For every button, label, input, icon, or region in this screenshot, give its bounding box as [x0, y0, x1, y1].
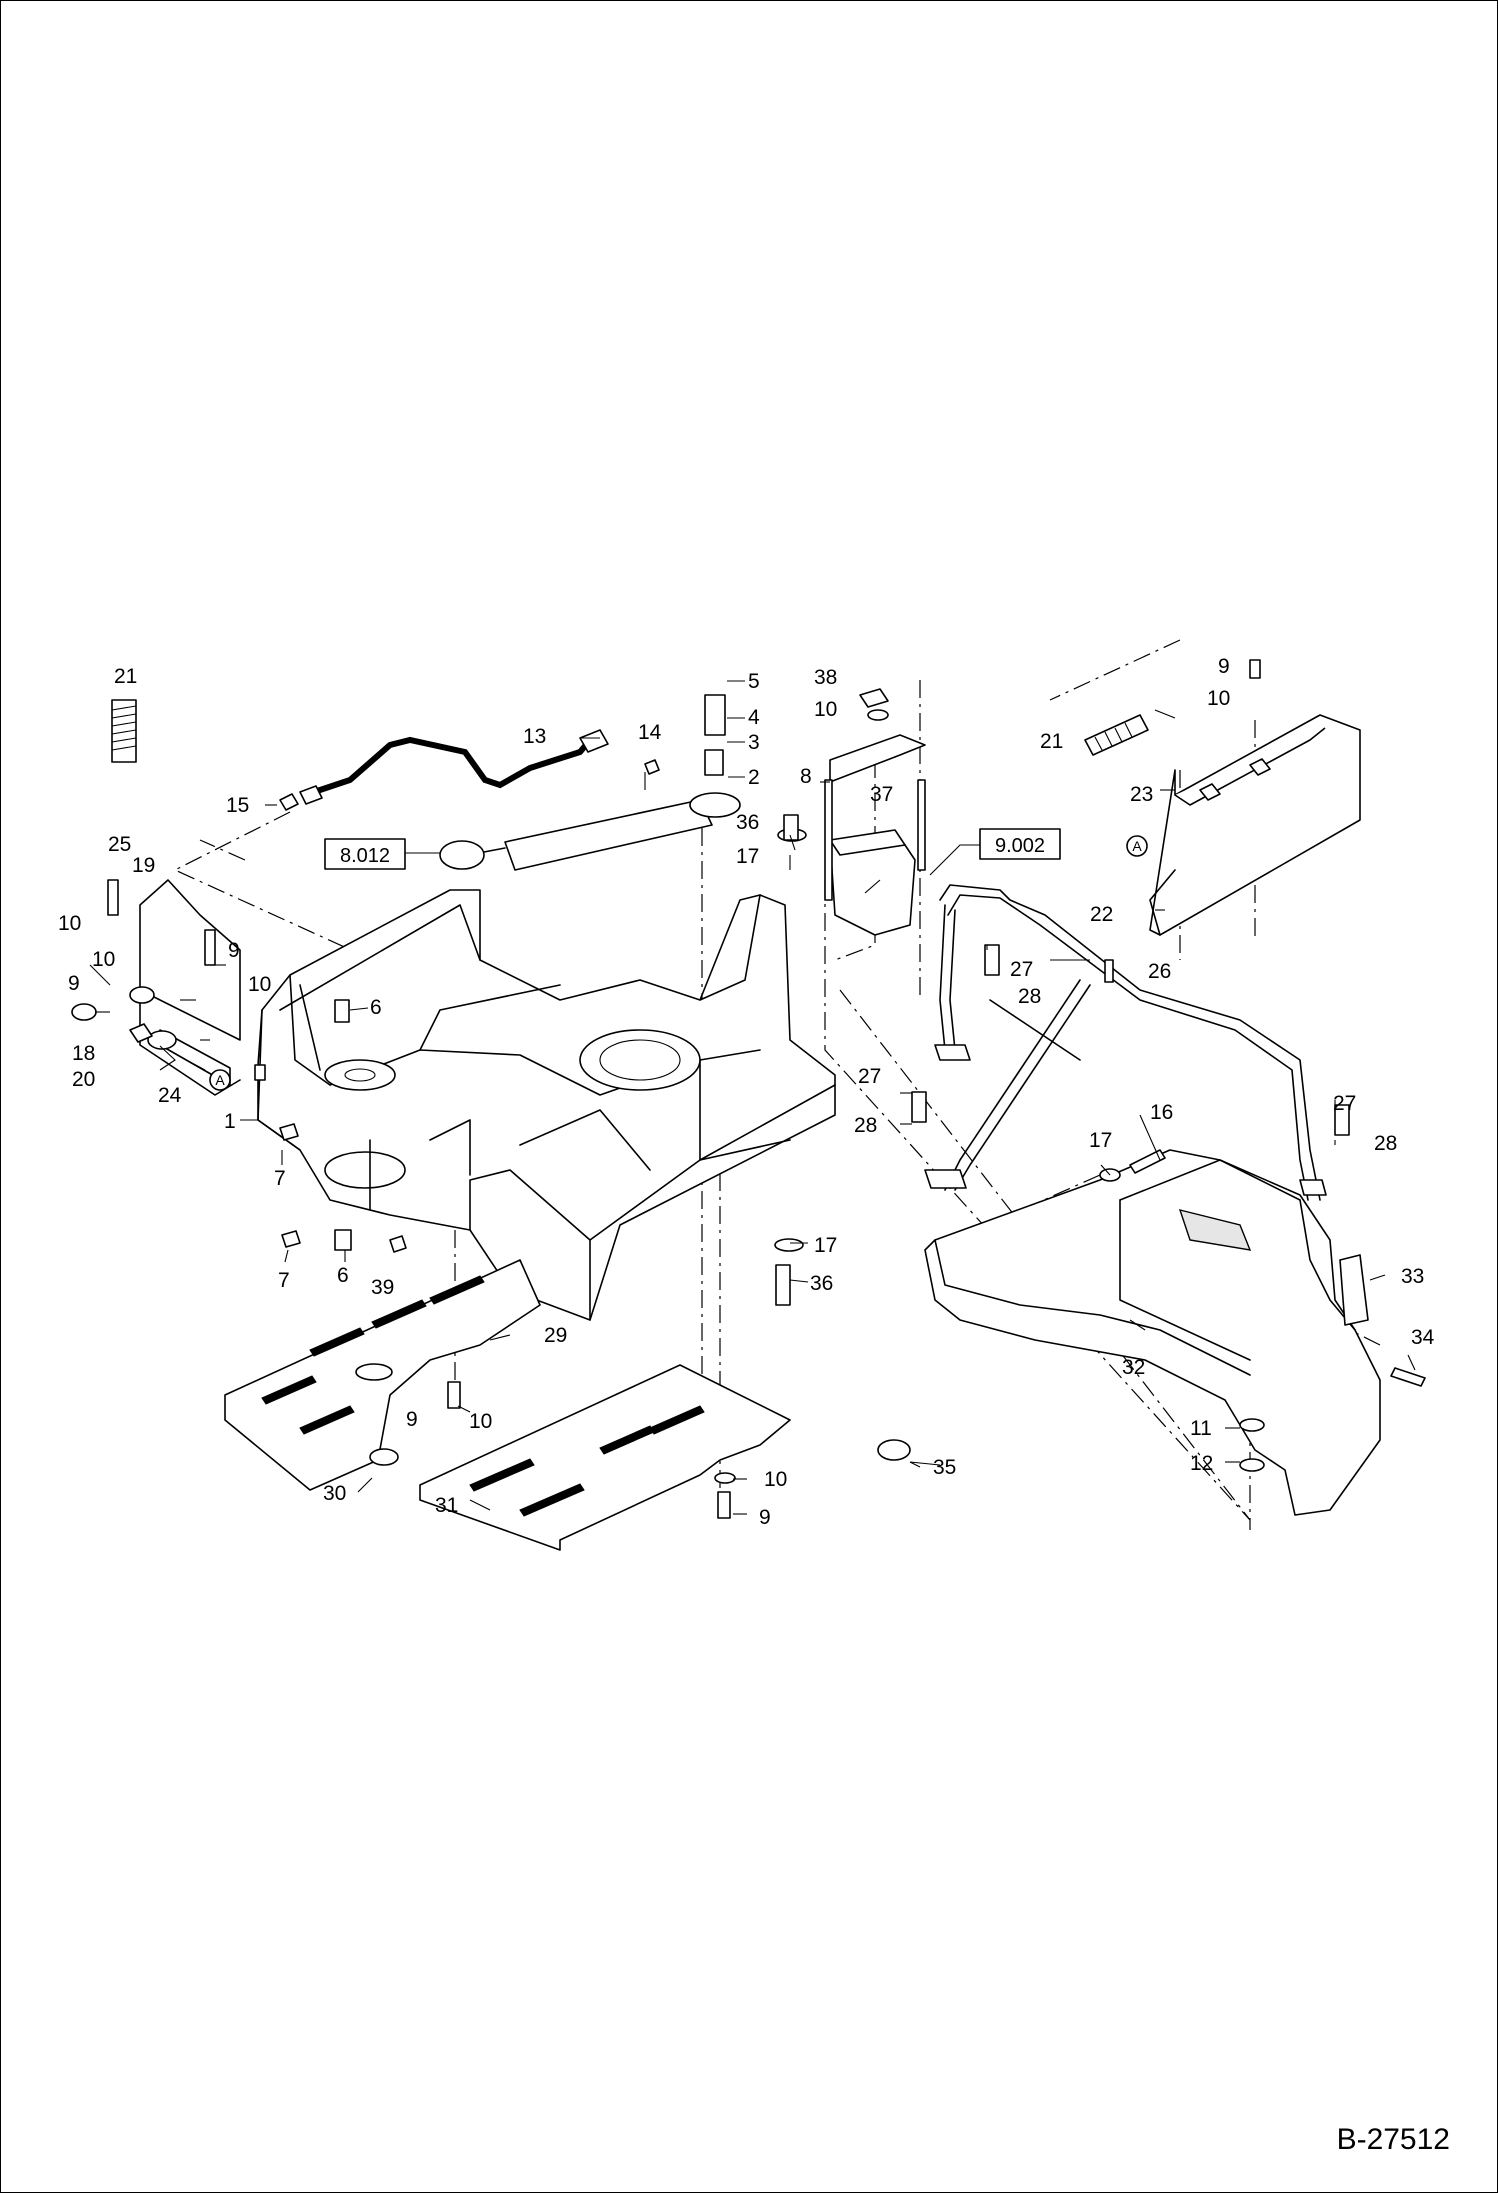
callout-24: 24: [158, 1084, 182, 1107]
small-fasteners: [254, 659, 1426, 1519]
callout-29: 29: [544, 1324, 567, 1347]
reference-box-8-012[interactable]: 8.012: [324, 838, 406, 870]
callout-23: 23: [1130, 783, 1153, 806]
callout-27: 27: [1010, 958, 1033, 981]
callout-9: 9: [759, 1506, 771, 1529]
callout-5: 5: [748, 670, 760, 693]
callout-9: 9: [1218, 655, 1230, 678]
main-frame-part: [257, 889, 836, 1321]
callout-10: 10: [248, 973, 271, 996]
handrail-frame: [924, 884, 1327, 1201]
callout-2: 2: [748, 766, 760, 789]
callout-33: 33: [1401, 1265, 1424, 1288]
callout-10: 10: [814, 698, 837, 721]
callout-9: 9: [406, 1408, 418, 1431]
callout-22: 22: [1090, 903, 1113, 926]
callout-7: 7: [278, 1269, 290, 1292]
left-guard-parts: [71, 879, 241, 1096]
callout-28: 28: [1018, 985, 1041, 1008]
callout-32: 32: [1122, 1356, 1145, 1379]
callout-10: 10: [58, 912, 81, 935]
callout-8: 8: [800, 765, 812, 788]
callout-30: 30: [323, 1482, 346, 1505]
callout-31: 31: [435, 1494, 458, 1517]
callout-12: 12: [1190, 1452, 1213, 1475]
callout-1: 1: [224, 1110, 236, 1133]
callout-10: 10: [764, 1468, 787, 1491]
callout-35: 35: [933, 1456, 956, 1479]
view-marker-a-left: A: [209, 1069, 231, 1091]
reference-box-9-002[interactable]: 9.002: [979, 828, 1061, 860]
callout-39: 39: [371, 1276, 394, 1299]
spring-part-left: [111, 699, 137, 763]
callout-6: 6: [370, 996, 382, 1019]
callout-27: 27: [1333, 1092, 1356, 1115]
callout-26: 26: [1148, 960, 1171, 983]
callout-19: 19: [132, 854, 155, 877]
reference-box-label: 9.002: [995, 835, 1045, 857]
callout-28: 28: [854, 1114, 877, 1137]
hydraulic-hose: [279, 694, 726, 811]
callout-9: 9: [68, 972, 80, 995]
callout-3: 3: [748, 731, 760, 754]
spring-part-right: [1084, 714, 1149, 756]
callout-21: 21: [1040, 730, 1063, 753]
svg-text:A: A: [1132, 838, 1142, 854]
callout-27: 27: [858, 1065, 881, 1088]
floor-plate-29: [224, 1259, 541, 1491]
callout-28: 28: [1374, 1132, 1397, 1155]
callout-10: 10: [469, 1410, 492, 1433]
callout-15: 15: [226, 794, 249, 817]
callout-7: 7: [274, 1167, 286, 1190]
view-marker-a-right: A: [1126, 835, 1148, 857]
svg-text:A: A: [215, 1072, 225, 1088]
callout-36: 36: [810, 1272, 833, 1295]
callout-18: 18: [72, 1042, 95, 1065]
callout-17: 17: [736, 845, 759, 868]
side-cover-panel: [1149, 714, 1361, 936]
callout-10: 10: [1207, 687, 1230, 710]
callout-11: 11: [1190, 1417, 1212, 1440]
callout-25: 25: [108, 833, 131, 856]
hydraulic-cylinder: [439, 792, 741, 871]
callout-21: 21: [114, 665, 137, 688]
callout-17: 17: [1089, 1129, 1112, 1152]
callout-20: 20: [72, 1068, 95, 1091]
callout-10: 10: [92, 948, 115, 971]
callout-13: 13: [523, 725, 546, 748]
rear-counterweight: [924, 1149, 1381, 1516]
callout-34: 34: [1411, 1326, 1435, 1349]
callout-4: 4: [748, 706, 760, 729]
callout-14: 14: [638, 721, 662, 744]
callout-16: 16: [1150, 1101, 1173, 1124]
floor-plate-31: [419, 1364, 791, 1551]
battery-box: [824, 688, 926, 936]
callout-36: 36: [736, 811, 759, 834]
callout-9: 9: [228, 939, 240, 962]
callout-38: 38: [814, 666, 837, 689]
reference-box-label: 8.012: [340, 845, 390, 867]
callout-37: 37: [870, 783, 893, 806]
leader-lines: [89, 680, 1416, 1515]
callout-6: 6: [337, 1264, 349, 1287]
callout-17: 17: [814, 1234, 837, 1257]
drawing-number: B-27512: [1336, 2123, 1450, 2156]
callout-labels: 1 2 3 4 5 6 6 7 7 8 9 9 9 9 9 10 10 10 1…: [58, 655, 1435, 1529]
